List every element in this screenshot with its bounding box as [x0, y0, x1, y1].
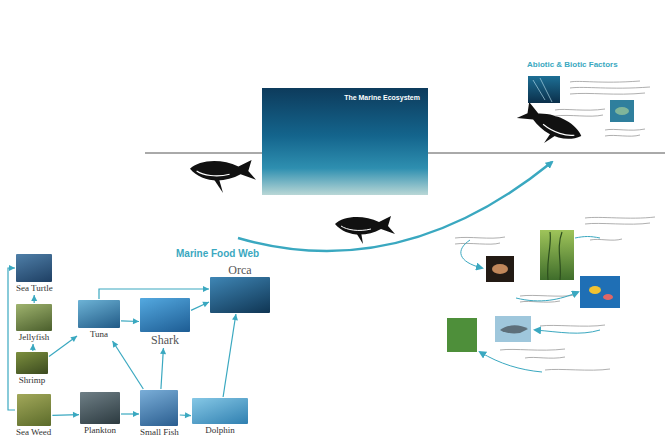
species-node: Orca [210, 262, 270, 313]
food-arrow [223, 314, 238, 397]
species-node: Tuna [78, 300, 120, 340]
food-arrow [52, 412, 79, 418]
species-node: Sea Turtle [16, 254, 53, 294]
section-heading: Abiotic & Biotic Factors [527, 60, 618, 69]
panel-heading: The Marine Ecosystem [262, 88, 428, 101]
species-node: Small Fish [140, 390, 179, 438]
food-arrow [30, 344, 36, 351]
species-node: Plankton [80, 392, 120, 436]
species-label: Tuna [90, 328, 108, 340]
food-arrow [8, 265, 15, 410]
food-arrow [31, 295, 37, 303]
photo [16, 304, 52, 331]
photo [80, 392, 120, 424]
food-arrow [180, 412, 191, 418]
species-label: Shark [151, 332, 179, 347]
ecosystem-panel: The Marine Ecosystem [262, 88, 428, 195]
photo [17, 394, 51, 426]
photo [140, 390, 178, 426]
food-arrow [121, 411, 139, 417]
species-label: Orca [228, 262, 251, 277]
species-node: Sea Weed [16, 394, 51, 438]
species-label: Plankton [84, 424, 116, 436]
photo [192, 398, 248, 424]
species-node: Shrimp [16, 352, 48, 386]
species-node: Shark [140, 298, 190, 347]
section-heading: Marine Food Web [176, 248, 259, 259]
food-arrow [160, 348, 166, 389]
species-label: Shrimp [19, 374, 46, 386]
photo [16, 254, 52, 282]
species-label: Small Fish [140, 426, 179, 438]
photo [78, 300, 120, 328]
photo [16, 352, 48, 374]
species-label: Sea Turtle [16, 282, 53, 294]
photo [210, 277, 270, 313]
species-node: Dolphin [192, 398, 248, 436]
food-arrow [112, 341, 143, 389]
species-label: Sea Weed [16, 426, 51, 438]
food-arrow [191, 302, 209, 311]
food-arrow [49, 336, 77, 356]
photo [140, 298, 190, 332]
food-arrow [121, 318, 139, 324]
species-label: Dolphin [205, 424, 235, 436]
species-label: Jellyfish [19, 331, 50, 343]
species-node: Jellyfish [16, 304, 52, 343]
